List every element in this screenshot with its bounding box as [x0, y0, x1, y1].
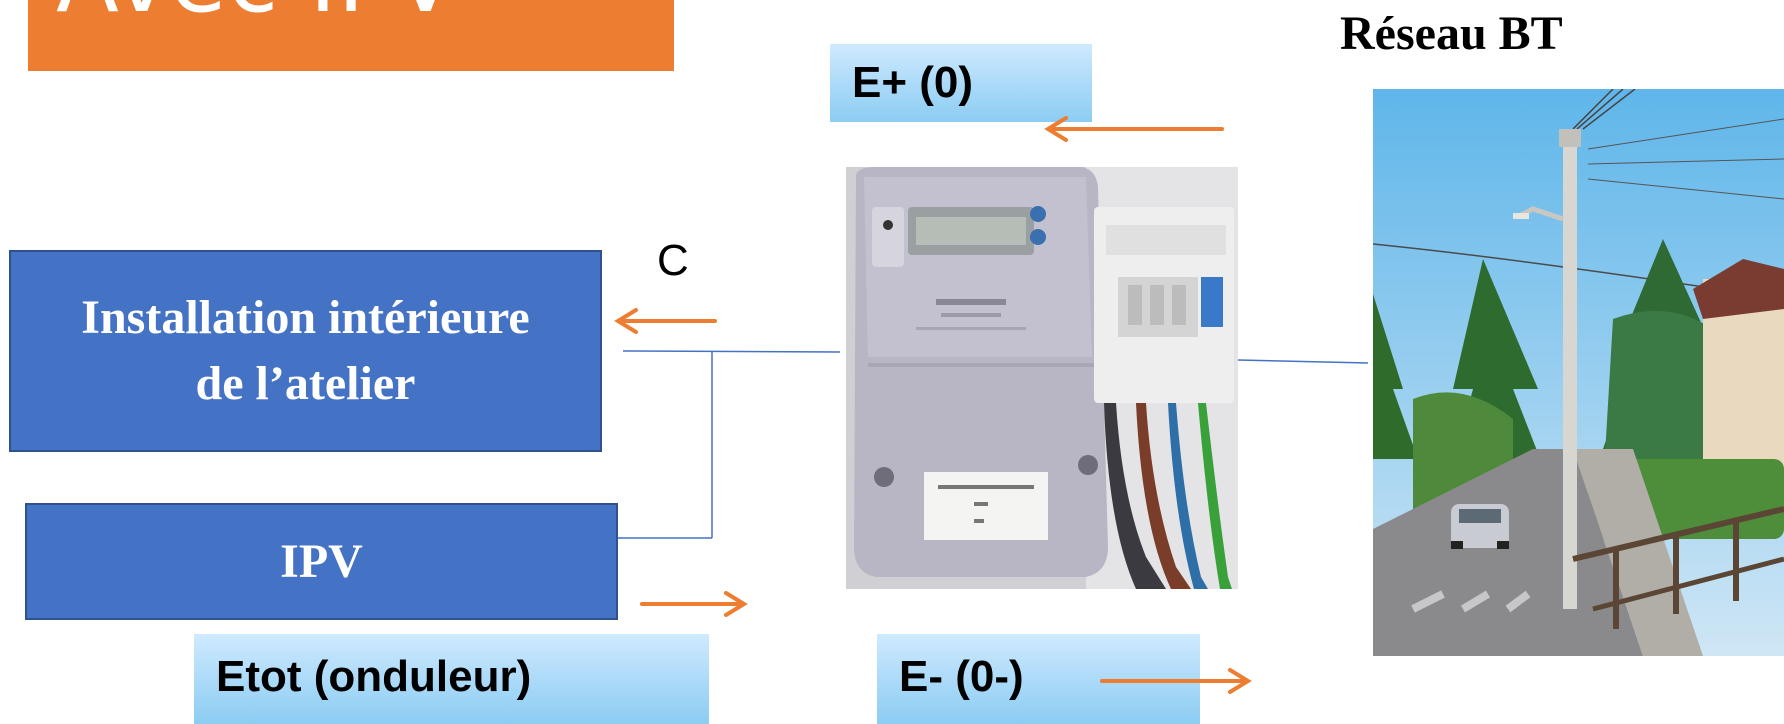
e-minus-label: E- (0-) [877, 634, 1200, 724]
wire-meter-to-grid [1237, 359, 1369, 364]
installation-line-2: de l’atelier [195, 357, 416, 410]
arrow-e-minus-right [1100, 668, 1252, 694]
arrow-c-left [614, 308, 717, 334]
arrow-ipv-right [640, 591, 748, 617]
slide-title: Avec IPV [56, 0, 458, 26]
etot-text: Etot (onduleur) [216, 652, 532, 701]
ipv-text: IPV [280, 535, 363, 588]
arrow-e-plus-left [1044, 116, 1224, 142]
reseau-bt-label: Réseau BT [1340, 7, 1563, 60]
etot-label: Etot (onduleur) [194, 634, 709, 724]
electricity-meter-photo [846, 167, 1238, 589]
e-plus-label: E+ (0) [830, 44, 1092, 122]
c-label: C [657, 236, 689, 285]
title-banner: Avec IPV [28, 0, 674, 71]
e-plus-text: E+ (0) [852, 58, 974, 107]
wire-install-to-meter [622, 350, 841, 353]
e-minus-text: E- (0-) [899, 652, 1024, 701]
ipv-box: IPV [25, 503, 618, 620]
street-pole-photo [1373, 89, 1784, 656]
installation-box: Installation intérieure de l’atelier [9, 250, 602, 452]
installation-line-1: Installation intérieure [81, 291, 530, 344]
